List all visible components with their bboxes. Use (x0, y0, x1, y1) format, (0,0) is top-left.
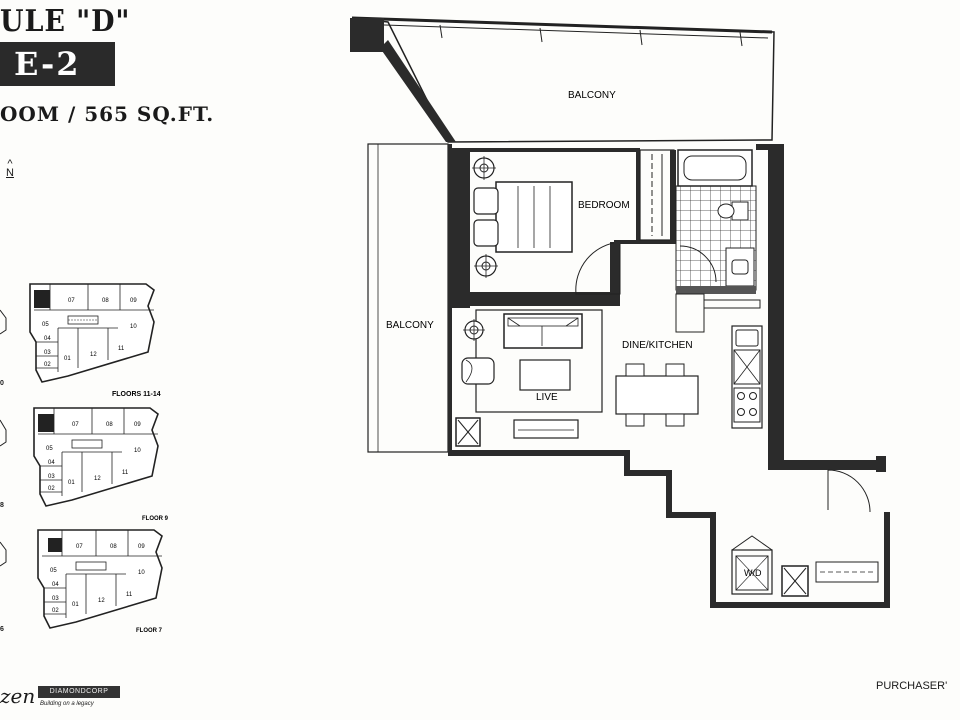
kp3-unit-12: 12 (98, 598, 105, 604)
diamondcorp-logo: DIAMONDCORP (38, 686, 120, 698)
fridge-icon (733, 349, 761, 385)
dine-kitchen-label: DINE/KITCHEN (622, 340, 693, 351)
sink-icon (725, 247, 755, 287)
unit-code-badge: E-2 (0, 42, 115, 86)
kp3-unit-07: 07 (76, 544, 83, 550)
kp2-unit-04: 04 (48, 460, 55, 466)
bathtub-icon (677, 149, 753, 187)
armchair-icon (461, 357, 495, 385)
laundry: W/D (731, 535, 879, 597)
keyplan-3: 07 08 09 10 05 04 03 01 12 11 02 FLOOR 7 (37, 529, 163, 634)
kitchen: DINE/KITCHEN (622, 293, 763, 429)
north-arrow-glyph: ^ (7, 158, 13, 170)
stove-icon (733, 387, 761, 423)
bathroom (675, 149, 757, 294)
kp2-unit-07: 07 (72, 422, 79, 428)
kp3-unit-10: 10 (138, 570, 145, 576)
lamp-icon (463, 319, 485, 341)
keyplan-2-highlight (38, 414, 54, 432)
kp3-unit-11: 11 (126, 592, 133, 598)
kp2-caption: FLOOR 9 (142, 516, 169, 522)
living-room: LIVE (455, 309, 603, 447)
tv-console-icon (513, 419, 579, 439)
kp1-unit-12: 12 (90, 352, 97, 358)
kitchen-sink-icon (735, 329, 759, 347)
keyplan-2: 07 08 09 10 05 04 03 01 12 11 02 FLOOR 9 (33, 407, 169, 522)
kp1-unit-09: 09 (130, 298, 137, 304)
keyplan-3-highlight (48, 538, 62, 552)
kp3-unit-08: 08 (110, 544, 117, 550)
entry-door (827, 469, 871, 513)
live-label: LIVE (536, 392, 558, 403)
dining-table-icon (615, 363, 699, 427)
kp1-unit-10: 10 (130, 324, 137, 330)
floor-plan: BALCONY BALCONY (350, 16, 890, 608)
kp3-caption: FLOOR 7 (136, 628, 163, 634)
lamp-icon (472, 156, 496, 180)
keyplan-column: 07 08 09 10 05 04 03 01 12 11 02 FLOORS … (0, 283, 169, 634)
kp2-unit-11: 11 (122, 470, 129, 476)
keyplan-1: 07 08 09 10 05 04 03 01 12 11 02 FLOORS … (29, 283, 161, 398)
cut-label-1: 0 (0, 380, 4, 387)
north-label: N (6, 167, 14, 179)
wd-label: W/D (744, 568, 762, 578)
balcony-top: BALCONY (350, 16, 775, 143)
kp2-unit-08: 08 (106, 422, 113, 428)
kp1-unit-08: 08 (102, 298, 109, 304)
toilet-icon (717, 201, 749, 221)
cut-label-2: 8 (0, 502, 4, 509)
kp1-unit-04: 04 (44, 336, 51, 342)
unit-summary: OOM / 565 SQ.FT. (0, 102, 215, 126)
kp3-unit-02: 02 (52, 608, 59, 614)
washer-dryer-icon: W/D (735, 555, 769, 591)
kp3-unit-09: 09 (138, 544, 145, 550)
sofa-icon (503, 313, 583, 349)
kp3-unit-03: 03 (52, 596, 59, 602)
kp3-unit-05: 05 (50, 568, 57, 574)
kp2-unit-05: 05 (46, 446, 53, 452)
purchaser-label: PURCHASER' (876, 680, 948, 692)
mechanical-unit-icon (455, 417, 481, 447)
lamp-icon (474, 254, 498, 278)
kp1-unit-11: 11 (118, 346, 125, 352)
cut-label-3: 6 (0, 626, 4, 633)
mechanical-unit-icon (781, 565, 809, 597)
kp2-unit-10: 10 (134, 448, 141, 454)
bedroom-label: BEDROOM (578, 200, 630, 211)
kp1-unit-01: 01 (64, 356, 71, 362)
balcony-left-label: BALCONY (386, 320, 434, 331)
logo-tagline: Building on a legacy (40, 701, 94, 707)
kp2-unit-09: 09 (134, 422, 141, 428)
schedule-title: ULE "D" (0, 4, 131, 39)
unit-code: E-2 (14, 45, 81, 83)
exterior-walls (448, 144, 890, 608)
kp2-unit-01: 01 (68, 480, 75, 486)
closet (639, 149, 676, 244)
balcony-top-label: BALCONY (568, 90, 616, 101)
coffee-table-icon (519, 359, 571, 391)
kp1-unit-05: 05 (42, 322, 49, 328)
keyplan-1-highlight (34, 290, 50, 308)
bedroom: BEDROOM (470, 148, 674, 306)
kp3-unit-01: 01 (72, 602, 79, 608)
kp3-unit-04: 04 (52, 582, 59, 588)
kp1-unit-02: 02 (44, 362, 51, 368)
kp2-unit-03: 03 (48, 474, 55, 480)
balcony-left: BALCONY (367, 143, 449, 453)
kp2-unit-12: 12 (94, 476, 101, 482)
north-arrow-icon: ^ N (6, 158, 14, 179)
zen-logo: zen (0, 684, 36, 708)
bed-icon (473, 181, 573, 253)
kp2-unit-02: 02 (48, 486, 55, 492)
kp1-unit-03: 03 (44, 350, 51, 356)
kp1-caption: FLOORS 11-14 (112, 391, 161, 398)
kp1-unit-07: 07 (68, 298, 75, 304)
